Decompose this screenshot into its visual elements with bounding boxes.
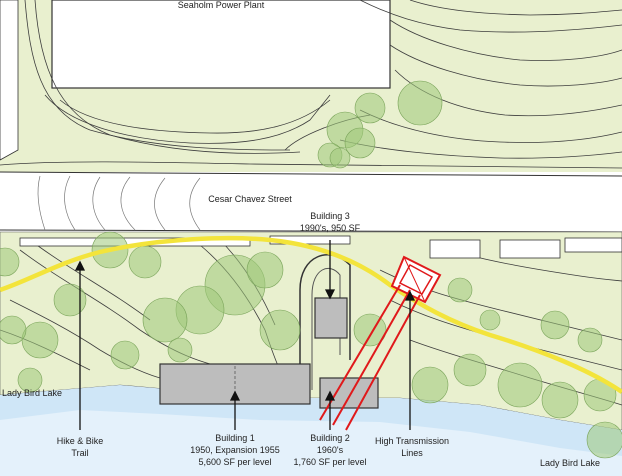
- building3-info: 1990's, 950 SF: [300, 223, 361, 233]
- street: [0, 172, 622, 230]
- building1-size: 5,600 SF per level: [198, 457, 271, 467]
- callout-leaders: [74, 240, 416, 430]
- building3-title: Building 3: [310, 211, 350, 221]
- building3-drive: [299, 254, 351, 395]
- street-edge-south: [0, 229, 622, 233]
- building2-size: 1,760 SF per level: [293, 457, 366, 467]
- callout-building2: Building 2 1960's 1,760 SF per level: [293, 433, 366, 467]
- trail-line2: Trail: [71, 448, 88, 458]
- label-lake-left: Lady Bird Lake: [2, 388, 62, 398]
- power-plant-block: [51, 0, 391, 89]
- street-edge-north: [0, 171, 622, 177]
- transmission-tower: [390, 255, 442, 304]
- north-left-edge: [0, 0, 19, 161]
- label-street: Cesar Chavez Street: [208, 194, 292, 204]
- trail-line1: Hike & Bike: [57, 436, 104, 446]
- right-structures: [19, 235, 622, 259]
- building1-info: 1950, Expansion 1955: [190, 445, 280, 455]
- building2-info: 1960's: [317, 445, 344, 455]
- callout-trail: Hike & Bike Trail: [57, 436, 104, 458]
- label-lake-right: Lady Bird Lake: [540, 458, 600, 468]
- building1-title: Building 1: [215, 433, 255, 443]
- building2-title: Building 2: [310, 433, 350, 443]
- callout-building3: Building 3 1990's, 950 SF: [300, 211, 361, 233]
- water-highlight: [0, 410, 622, 476]
- street-contours: [37, 175, 201, 231]
- building3-drive-inner: [311, 267, 341, 390]
- label-power-plant: Seaholm Power Plant: [178, 0, 265, 10]
- north-trees: [317, 80, 443, 169]
- transmission-line1: High Transmission: [375, 436, 449, 446]
- transmission-line2: Lines: [401, 448, 423, 458]
- hike-bike-trail: [0, 235, 622, 394]
- building-3: [314, 297, 348, 339]
- callout-building1: Building 1 1950, Expansion 1955 5,600 SF…: [190, 433, 280, 467]
- south-trees: [0, 231, 622, 459]
- callout-transmission: High Transmission Lines: [375, 436, 449, 458]
